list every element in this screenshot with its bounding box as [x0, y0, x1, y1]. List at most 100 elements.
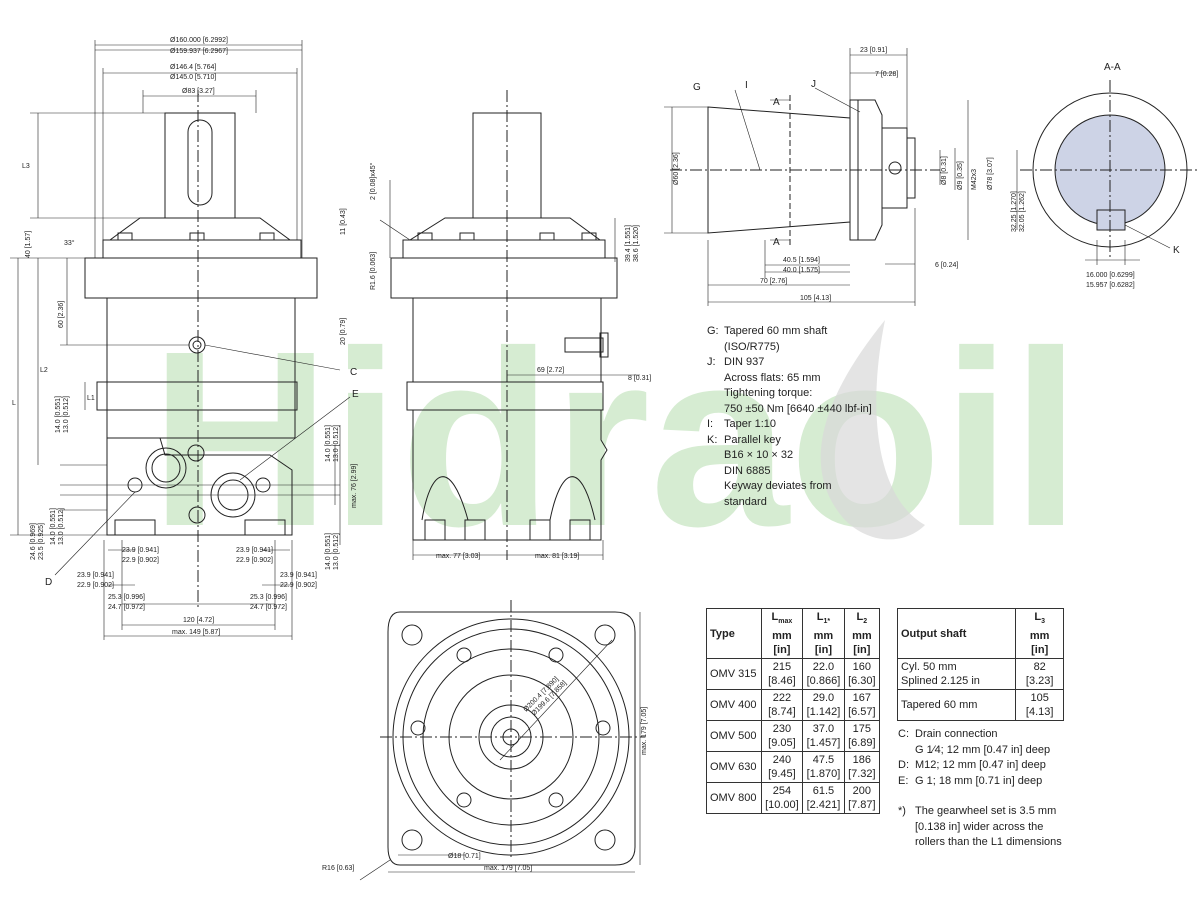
dim-d18: Ø18 [0.71] — [448, 853, 481, 860]
dim-d239b: 23.9 [0.941] — [236, 547, 273, 554]
footnote-row: *) The gearwheel set is 3.5 mm [0.138 in]… — [898, 804, 1062, 851]
header-sub: 1* — [823, 618, 831, 626]
label-a-bottom: A — [773, 237, 780, 248]
dim-max77: max. 77 [3.03] — [436, 553, 480, 560]
cell-shaft: Tapered 60 mm — [896, 689, 1017, 722]
front-view — [84, 90, 318, 610]
label-e: E — [352, 389, 359, 400]
dim-d400: 40.0 [1.575] — [783, 267, 820, 274]
dim-chamfer: 2 [0.08]x45° — [369, 162, 377, 200]
note-text: Parallel key B16 × 10 × 32 DIN 6885 Keyw… — [724, 433, 832, 508]
note-d: D:M12; 12 mm [0.47 in] deep — [898, 758, 1050, 774]
cell-lmax: 254 [10.00] — [760, 782, 804, 815]
dim-d394: 39.4 [1.551] — [625, 225, 632, 262]
dim-d3225: 32.25 [1.270] — [1011, 191, 1018, 232]
dim-d40: 40 [1.57] — [25, 231, 32, 258]
dim-d8-shaft: Ø8 [0.31] — [941, 156, 948, 185]
header-main: L — [1034, 611, 1042, 623]
dim-max179-horizontal: max. 179 [7.05] — [484, 865, 532, 872]
note-text: M12; 12 mm [0.47 in] deep — [915, 759, 1046, 771]
side-view — [390, 90, 618, 560]
footnote: *) The gearwheel set is 3.5 mm [0.138 in]… — [898, 804, 1062, 851]
header-l1: L1*mm [in] — [802, 607, 845, 660]
note-text: Tapered 60 mm shaft (ISO/R775) — [724, 325, 828, 353]
dim-d14a: 14.0 [0.551] — [55, 396, 62, 433]
dim-d160: Ø160.000 [6.2992] — [170, 37, 228, 44]
dim-max81: max. 81 [3.19] — [535, 553, 579, 560]
dim-d23: 23 [0.91] — [860, 47, 887, 54]
dim-r16-flange: R16 [0.63] — [322, 865, 354, 872]
label-k: K — [1173, 245, 1180, 256]
dim-d8: 8 [0.31] — [628, 375, 651, 382]
dim-d13a: 13.0 [0.512] — [63, 396, 70, 433]
dim-d70: 70 [2.76] — [760, 278, 787, 285]
dim-l3: L3 — [22, 163, 30, 170]
header-main: L — [771, 611, 779, 623]
dim-d78: Ø78 [3.07] — [987, 157, 994, 190]
dim-d20: 20 [0.79] — [340, 318, 347, 345]
dim-d235: 23.5 [0.925] — [38, 523, 45, 560]
note-key: E: — [898, 774, 909, 787]
cell-l3: 82 [3.23] — [1015, 658, 1064, 691]
note-text: G 1; 18 mm [0.71 in] deep — [915, 774, 1043, 787]
dim-d386: 38.6 [1.520] — [633, 225, 640, 262]
dim-d60-shaft: Ø60 [2.36] — [673, 152, 680, 185]
dim-d69: 69 [2.72] — [537, 367, 564, 374]
header-unit: mm [in] — [772, 630, 792, 657]
dim-d3205: 32.05 [1.262] — [1019, 191, 1026, 232]
cell-shaft: Cyl. 50 mm Splined 2.125 in — [896, 658, 1017, 691]
header-unit: mm [in] — [852, 630, 872, 657]
note-i: I:Taper 1:10 — [707, 417, 872, 433]
note-text: DIN 937 Across flats: 65 mm Tightening t… — [724, 356, 872, 415]
cell-type: OMV 500 — [706, 720, 762, 753]
dim-d13c: 13.0 [0.512] — [333, 425, 340, 462]
label-g: G — [693, 82, 701, 93]
footnote-key: *) — [898, 805, 906, 817]
note-c: C:Drain connection G 1⁄4; 12 mm [0.47 in… — [898, 727, 1050, 758]
header-output-shaft: Output shaft — [896, 607, 1017, 660]
dim-d247b: 24.7 [0.972] — [250, 604, 287, 611]
cell-type: OMV 630 — [706, 751, 762, 784]
header-sub: max — [778, 618, 793, 626]
dim-l2: L2 — [40, 367, 48, 374]
dim-d405: 40.5 [1.594] — [783, 257, 820, 264]
dim-max179-vertical: max. 179 [7.05] — [641, 707, 648, 755]
watermark-drop-icon — [820, 320, 925, 540]
cell-l1: 29.0 [1.142] — [802, 689, 845, 722]
cell-lmax: 222 [8.74] — [760, 689, 804, 722]
note-j: J:DIN 937 Across flats: 65 mm Tightening… — [707, 355, 872, 417]
cell-l2: 186 [7.32] — [843, 751, 881, 784]
dim-d83: Ø83 [3.27] — [182, 88, 215, 95]
shaft-notes: G:Tapered 60 mm shaft (ISO/R775) J:DIN 9… — [707, 324, 872, 510]
dim-d60: 60 [2.36] — [58, 301, 65, 328]
footnote-text: The gearwheel set is 3.5 mm [0.138 in] w… — [915, 805, 1062, 848]
dim-d105: 105 [4.13] — [800, 295, 831, 302]
note-text: Drain connection G 1⁄4; 12 mm [0.47 in] … — [915, 728, 1051, 756]
cell-l2: 175 [6.89] — [843, 720, 881, 753]
dim-d146: Ø146.4 [5.764] — [170, 64, 216, 71]
dim-l1: L1 — [87, 395, 95, 402]
cell-type: OMV 400 — [706, 689, 762, 722]
dim-d159: Ø159.937 [6.2967] — [170, 48, 228, 55]
dim-m42: M42x3 — [971, 169, 978, 190]
cell-l2: 200 [7.87] — [843, 782, 881, 815]
note-g: G:Tapered 60 mm shaft (ISO/R775) — [707, 324, 872, 355]
dim-d6: 6 [0.24] — [935, 262, 958, 269]
header-sub: 2 — [863, 618, 868, 626]
tapered-shaft-view — [670, 95, 940, 245]
section-a-a-view — [1020, 80, 1200, 260]
dim-r16: R1.6 [0.063] — [370, 252, 377, 290]
header-sub: 3 — [1041, 618, 1046, 626]
note-key: K: — [707, 433, 718, 446]
cell-lmax: 215 [8.46] — [760, 658, 804, 691]
dim-d253b: 25.3 [0.996] — [250, 594, 287, 601]
dim-d239d: 23.9 [0.941] — [280, 572, 317, 579]
